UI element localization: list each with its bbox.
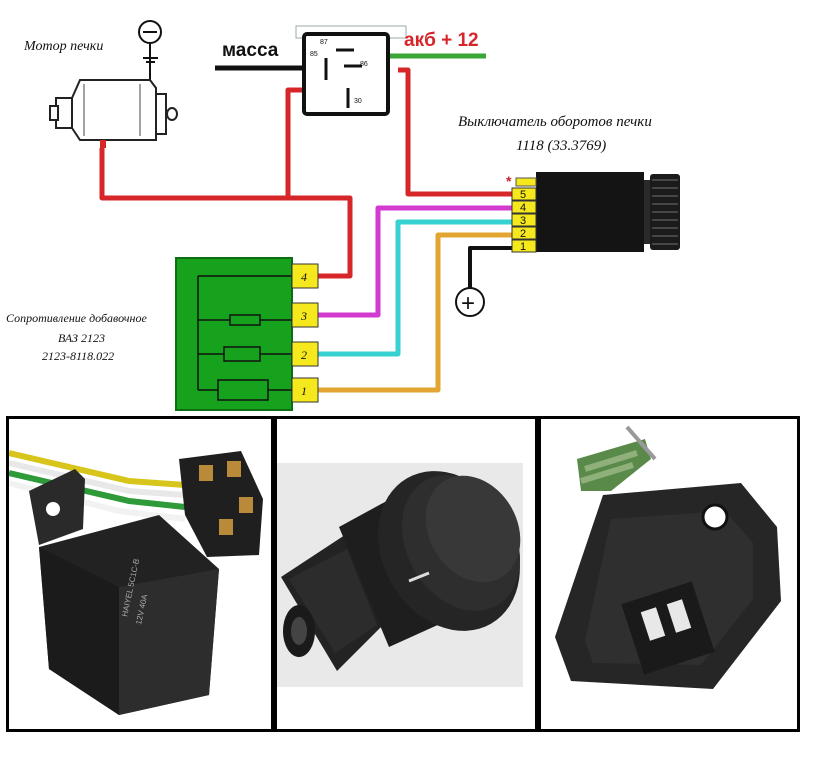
svg-text:2: 2 <box>520 228 526 240</box>
resistor-pin-2: 2 <box>291 341 319 367</box>
resistor-pin-3: 3 <box>291 302 319 328</box>
switch-body <box>536 172 644 252</box>
relay-pin-30: 30 <box>354 98 362 105</box>
svg-text:2: 2 <box>301 348 307 362</box>
wire-cyan <box>318 219 512 357</box>
svg-text:3: 3 <box>520 215 526 227</box>
resistor-pin-1: 1 <box>291 377 319 403</box>
svg-text:1: 1 <box>301 384 307 398</box>
switch-pin-1: 1 <box>511 239 537 253</box>
relay-body <box>302 32 390 116</box>
resistor-body <box>175 257 293 411</box>
svg-text:5: 5 <box>520 189 526 201</box>
fan-speed-switch: Выключатель оборотов печки 1118 (33.3769… <box>455 114 680 317</box>
wires <box>99 44 512 393</box>
relay-pin-87: 87 <box>320 39 328 46</box>
svg-text:4: 4 <box>301 270 307 284</box>
switch-photo <box>274 416 538 732</box>
resistor-photo <box>538 416 800 732</box>
heater-motor: Мотор печки <box>23 20 178 148</box>
relay-pin-85: 85 <box>310 51 318 58</box>
relay: 87 85 86 30 масса акб + 12 <box>222 25 479 116</box>
wire-red-switch <box>398 67 512 197</box>
plus-terminal-icon <box>455 287 485 317</box>
resistor-model-1: ВАЗ 2123 <box>58 331 105 345</box>
svg-text:4: 4 <box>520 202 526 214</box>
wire-black-plus <box>468 246 512 288</box>
switch-pin-2: 2 <box>511 226 537 240</box>
relay-photo: HAIYEL 5C1C-B 12V 40A <box>6 416 274 732</box>
wiring-diagram: Мотор печки 87 85 86 30 масса акб + 12 В… <box>6 20 680 411</box>
switch-pin-4: 4 <box>511 200 537 214</box>
motor-label: Мотор печки <box>23 39 103 54</box>
wire-magenta <box>318 205 512 318</box>
additional-resistor: 4 3 2 1 Сопротивление добавочное ВАЗ 212… <box>6 257 319 411</box>
switch-pin-star: * <box>506 173 512 189</box>
resistor-model-2: 2123-8118.022 <box>42 349 114 363</box>
wire-orange <box>318 232 512 393</box>
switch-model: 1118 (33.3769) <box>516 138 606 154</box>
svg-text:3: 3 <box>300 309 307 323</box>
relay-pin-86: 86 <box>360 61 368 68</box>
switch-pin-5: 5 <box>511 187 537 201</box>
svg-text:1: 1 <box>520 241 526 253</box>
massa-label: масса <box>222 40 279 61</box>
akb-label: акб + 12 <box>404 30 479 51</box>
switch-title: Выключатель оборотов печки <box>458 114 652 130</box>
svg-text:+: + <box>461 290 475 317</box>
resistor-pin-4: 4 <box>291 263 319 289</box>
resistor-title: Сопротивление добавочное <box>6 311 147 325</box>
switch-pin-3: 3 <box>511 213 537 227</box>
wire-red-motor <box>99 148 353 279</box>
